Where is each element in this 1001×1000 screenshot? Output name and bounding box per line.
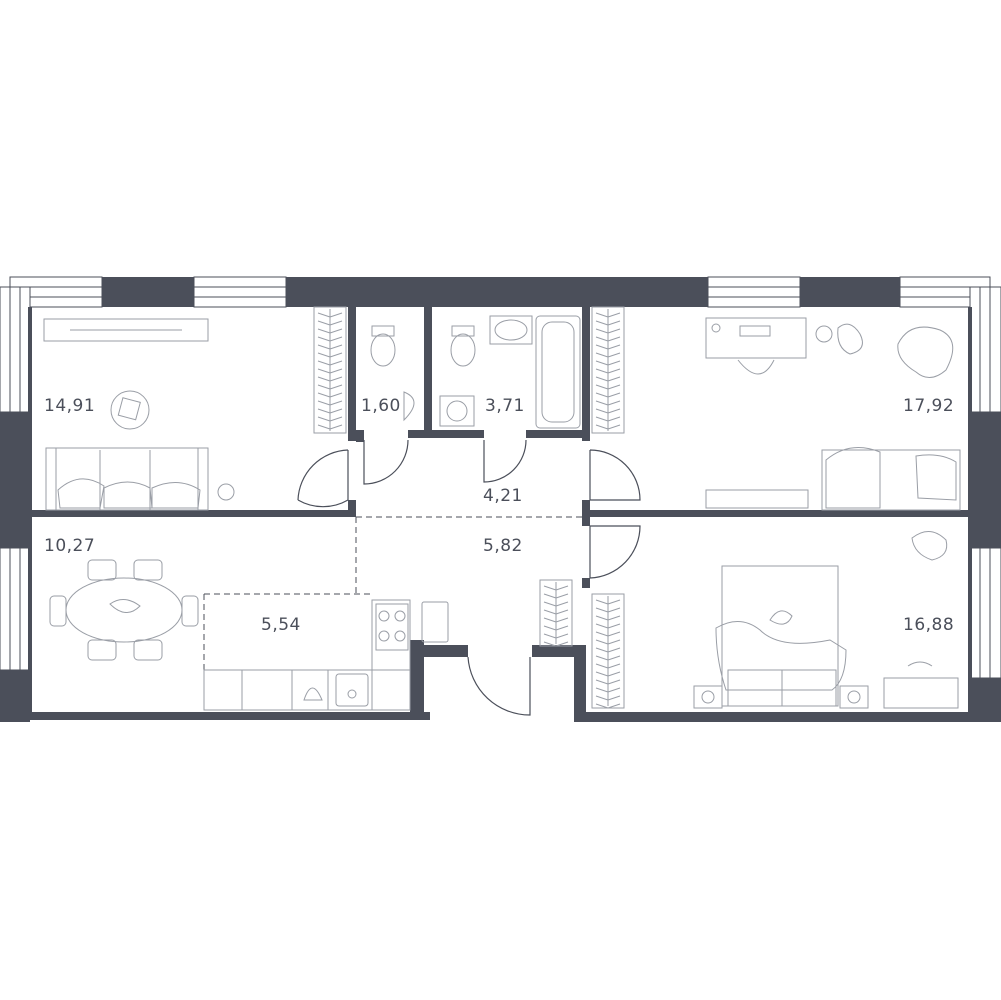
area-bedroom-2: 16,88 [903,615,954,635]
wardrobe-hatching [317,309,621,709]
bathroom-furniture [489,315,581,429]
area-toilet: 1,60 [361,396,401,416]
area-bedroom-1: 17,92 [903,396,954,416]
dining-furniture [49,559,199,661]
doors [297,439,641,716]
bedroom-2-furniture [693,531,959,709]
area-hall: 5,82 [483,536,523,556]
window-frames [0,276,1001,679]
kitchen-furniture [203,599,449,711]
living-room-furniture [43,318,235,511]
toilet-furniture [370,325,476,427]
zone-dividers [203,516,582,710]
area-living-room: 14,91 [44,396,95,416]
walls [0,277,1001,722]
area-kitchen: 5,54 [261,615,301,635]
area-bathroom: 3,71 [485,396,525,416]
bedroom-1-furniture [705,317,961,511]
area-corridor: 4,21 [483,486,523,506]
area-dining: 10,27 [44,536,95,556]
area-labels: 14,91 1,60 3,71 17,92 4,21 5,82 10,27 5,… [44,396,954,635]
